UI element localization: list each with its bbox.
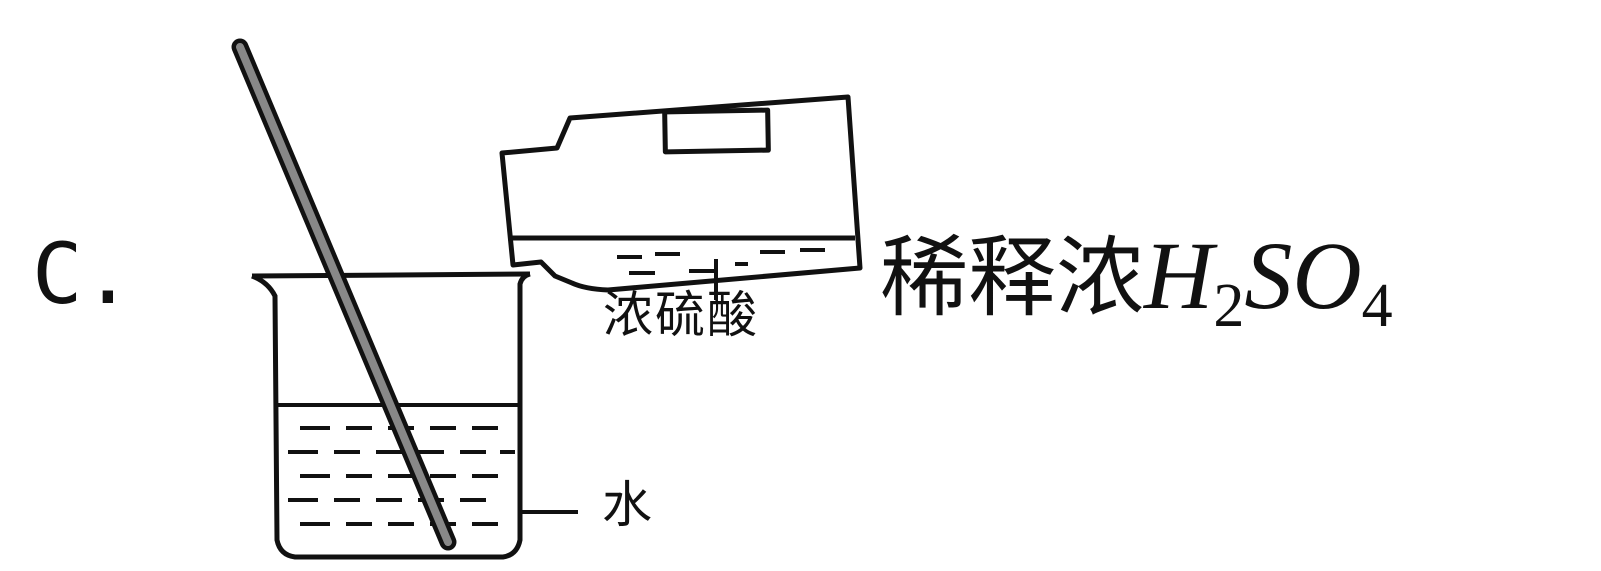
formula-o-subscript: 4 (1361, 272, 1393, 340)
concentrated-sulfuric-acid-label: 浓硫酸 (603, 286, 759, 344)
beaker (251, 271, 531, 560)
sulfuric-acid-formula: H2SO4 (1144, 222, 1393, 338)
option-letter: C. (32, 225, 134, 323)
formula-so: SO (1244, 222, 1362, 329)
formula-h-subscript: 2 (1213, 272, 1245, 340)
acid-liquid (617, 248, 825, 275)
glass-rod (231, 38, 457, 551)
formula-h: H (1144, 222, 1214, 329)
reagent-bottle (499, 94, 863, 293)
water-label: 水 (602, 476, 652, 534)
option-caption: 稀释浓H2SO4 (880, 228, 1393, 338)
caption-text: 稀释浓 (880, 226, 1145, 329)
